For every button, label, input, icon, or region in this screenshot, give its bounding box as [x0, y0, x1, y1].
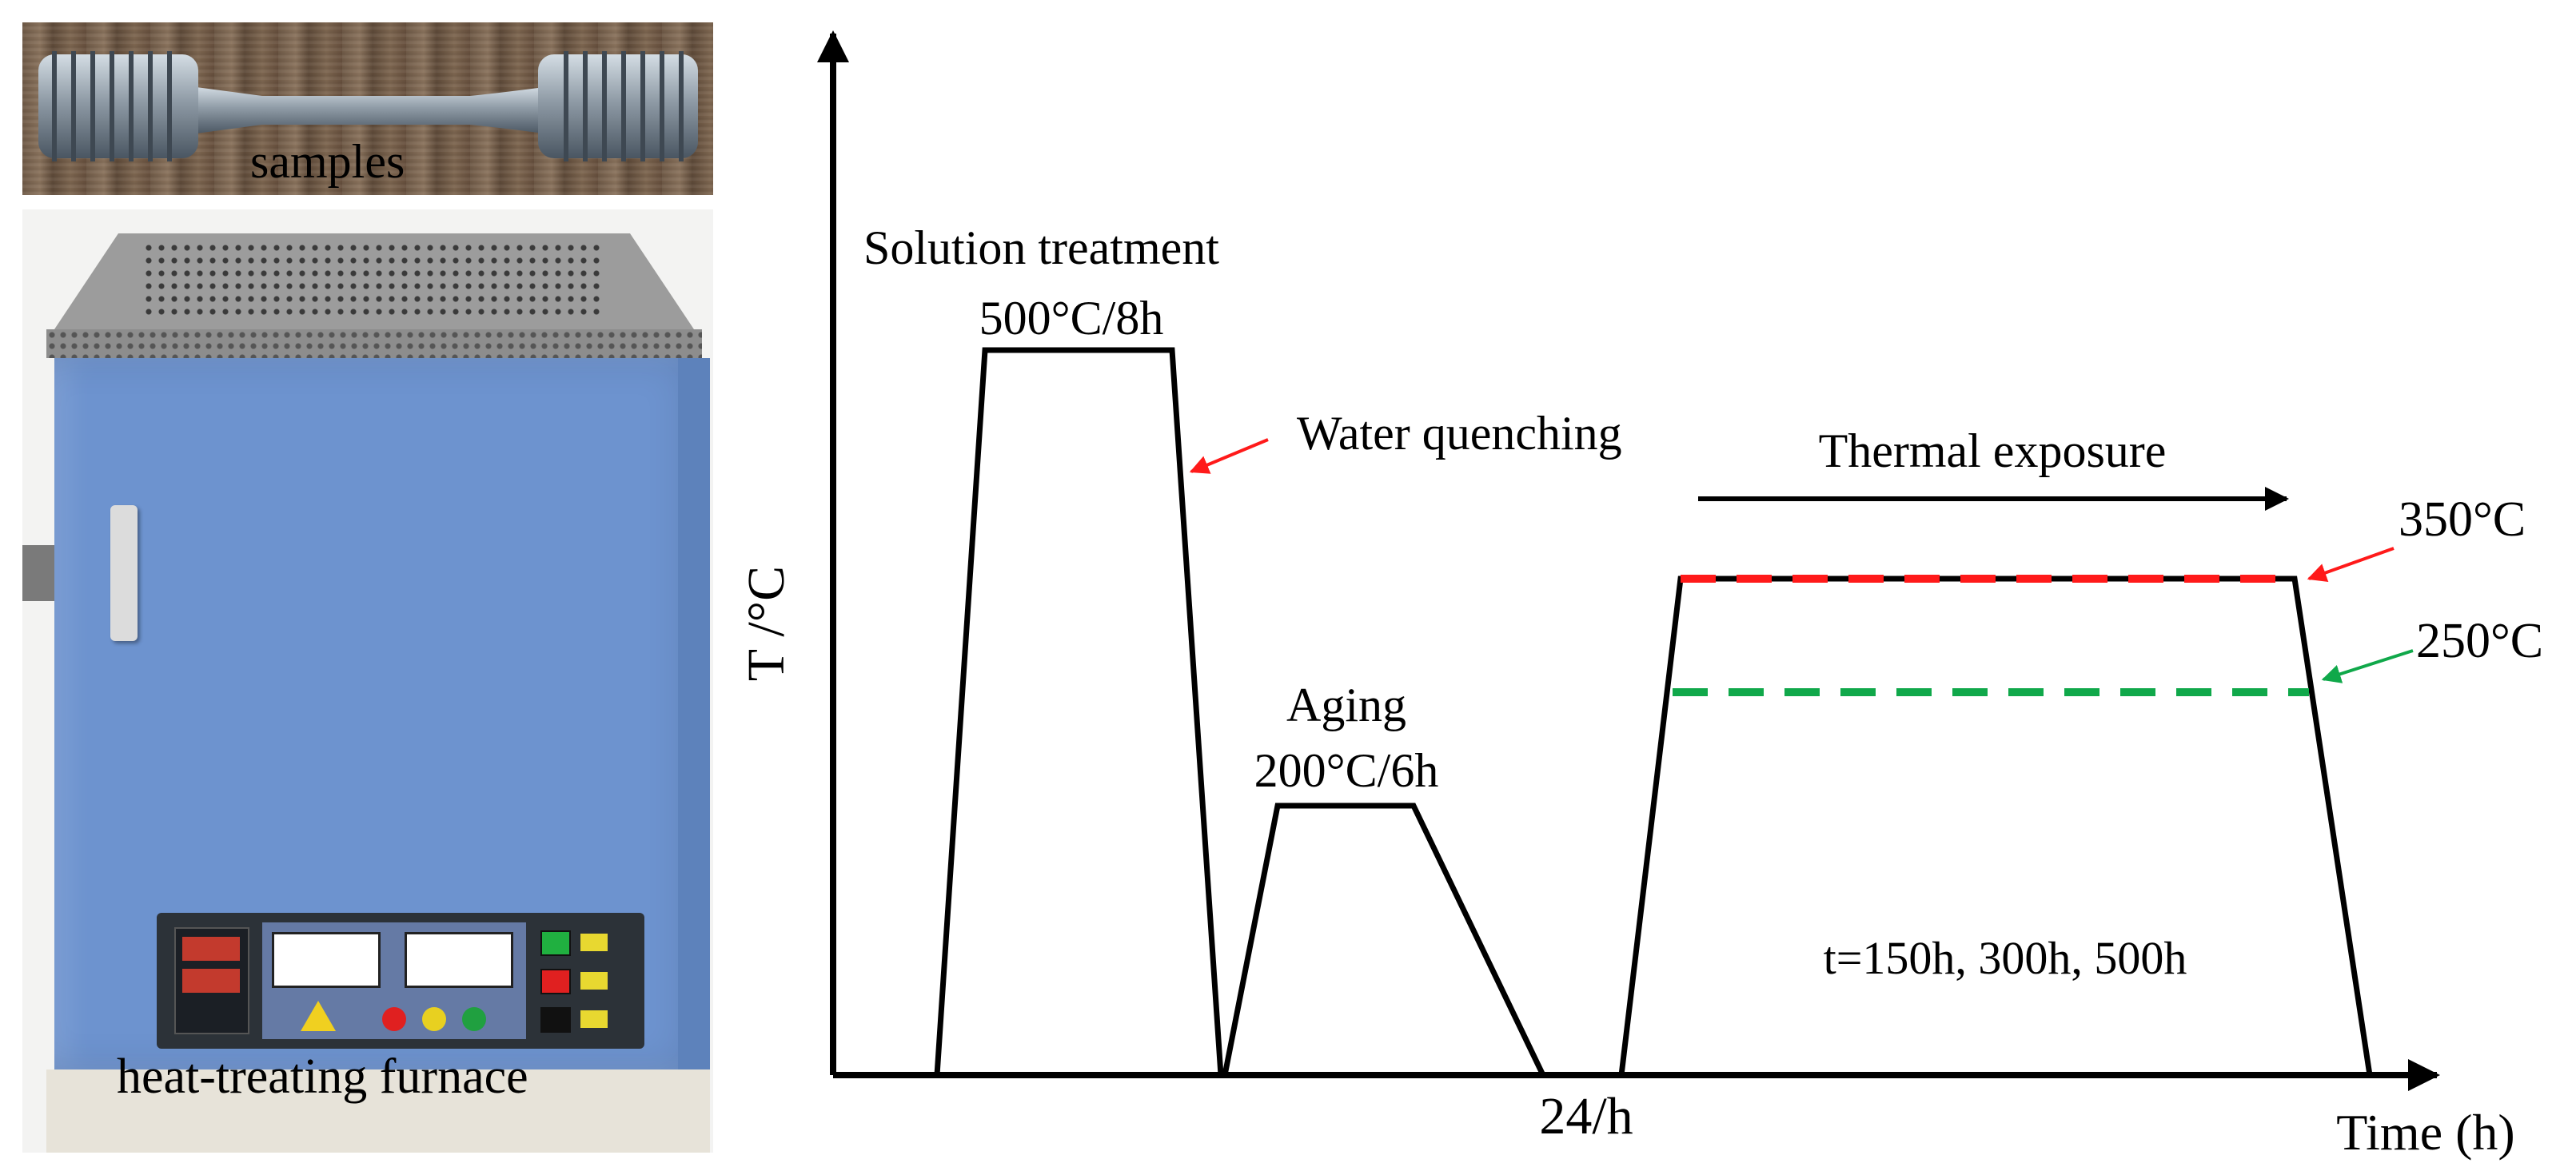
label-350c: 350°C — [2399, 492, 2526, 547]
switch-label — [580, 972, 608, 990]
x-axis-label: Time (h) — [2336, 1104, 2514, 1161]
quench-arrow — [1189, 438, 1269, 474]
furnace-base — [46, 1069, 710, 1153]
arrow-350c — [2307, 547, 2395, 583]
quench-label: Water quenching — [1297, 407, 1622, 460]
door-handle — [110, 505, 138, 641]
temperature-display — [174, 927, 249, 1034]
switch-label — [580, 934, 608, 951]
exposure-durations: t=150h, 300h, 500h — [1824, 932, 2187, 984]
green-knob — [462, 1007, 486, 1031]
furnace-hinge — [22, 545, 54, 601]
aging-title: Aging — [1286, 679, 1406, 731]
yellow-knob — [422, 1007, 446, 1031]
black-switch — [540, 1007, 571, 1033]
exposure-title: Thermal exposure — [1819, 424, 2167, 477]
arrow-250c — [2321, 649, 2414, 683]
aging-condition: 200°C/6h — [1254, 744, 1439, 797]
display-segment — [182, 969, 240, 993]
aging-curve — [1222, 803, 1546, 1077]
warning-icon — [301, 1001, 336, 1031]
sample-photo: samples — [22, 22, 713, 195]
red-switch — [540, 969, 571, 994]
furnace-vents — [142, 241, 606, 317]
furnace-door-side — [678, 358, 710, 1069]
red-knob — [382, 1007, 406, 1031]
x-tick-label: 24/h — [1539, 1087, 1633, 1145]
label-250c: 250°C — [2416, 614, 2543, 668]
display-segment — [182, 937, 240, 961]
voltmeter-gauge — [405, 932, 513, 988]
green-switch — [540, 930, 571, 956]
furnace-caption: heat-treating furnace — [117, 1050, 528, 1104]
y-axis-label: T /°C — [737, 566, 796, 681]
solution-condition: 500°C/8h — [979, 292, 1164, 345]
ammeter-gauge — [272, 932, 381, 988]
furnace-top-band — [46, 329, 702, 358]
solution-treatment-curve — [934, 347, 1224, 1076]
samples-caption: samples — [250, 135, 405, 188]
solution-title: Solution treatment — [863, 221, 1219, 274]
thermal-exposure-curve — [1618, 576, 2373, 1076]
furnace-photo: heat-treating furnace — [22, 209, 713, 1153]
specimen-image — [38, 51, 698, 161]
switch-label — [580, 1010, 608, 1028]
